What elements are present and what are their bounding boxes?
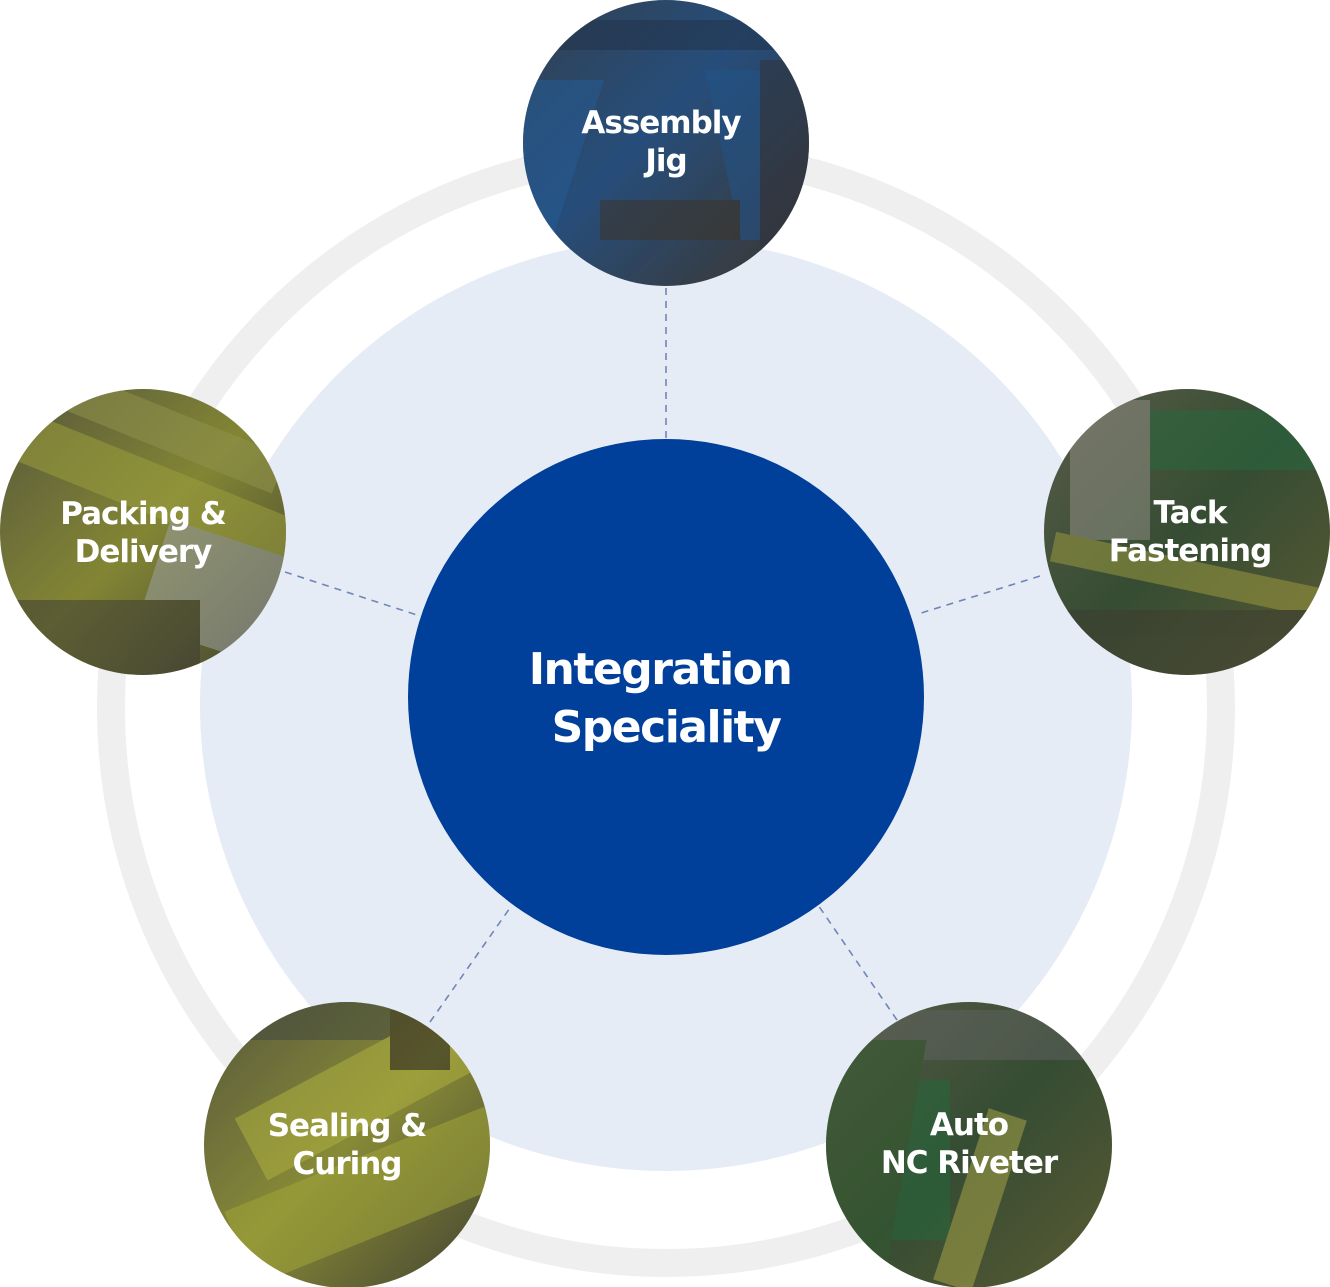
node-tack-fastening-label-line1: Tack <box>1153 495 1228 531</box>
node-sealing-curing-label-line2: Curing <box>293 1146 402 1182</box>
center-label-line2: Speciality <box>552 702 782 753</box>
node-auto-nc-riveter: Auto NC Riveter <box>826 1002 1112 1287</box>
node-packing-delivery-label-line1: Packing & <box>60 496 226 532</box>
connector-bottom-right <box>817 904 898 1021</box>
node-assembly-jig-label-line2: Jig <box>643 143 686 179</box>
node-auto-nc-riveter-label-line1: Auto <box>930 1107 1008 1143</box>
connector-right <box>917 575 1041 615</box>
node-tack-fastening-label-line2: Fastening <box>1109 533 1272 569</box>
center-label-line1: Integration <box>529 644 792 695</box>
center-hub: Integration Speciality <box>408 439 924 955</box>
node-assembly-jig-label-line1: Assembly <box>581 105 741 141</box>
connector-lines <box>284 288 1041 1023</box>
node-assembly-jig: Assembly Jig <box>523 0 809 286</box>
node-sealing-curing-label-line1: Sealing & <box>268 1108 427 1144</box>
connector-left <box>284 571 421 617</box>
node-packing-delivery: Packing & Delivery <box>0 389 286 675</box>
center-circle <box>408 439 924 955</box>
node-auto-nc-riveter-label-line2: NC Riveter <box>881 1145 1059 1181</box>
connector-bottom-left <box>429 904 513 1023</box>
node-packing-delivery-label-line2: Delivery <box>75 534 213 570</box>
